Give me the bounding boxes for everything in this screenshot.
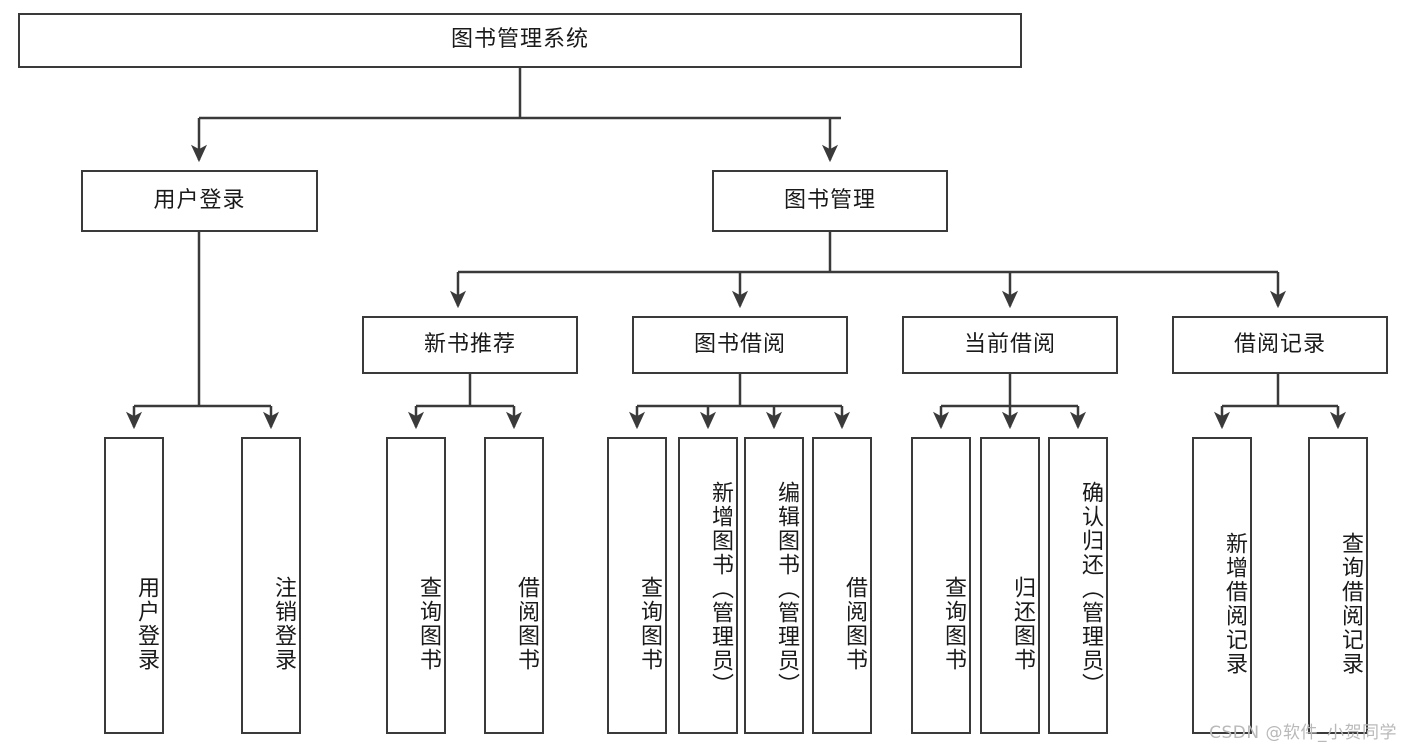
csdn-watermark: CSDN @软件_小贺同学	[1209, 723, 1397, 743]
node-leaf-borrow-query-book[interactable]: 查询图书	[607, 437, 667, 734]
node-leaf-user-login[interactable]: 用户登录	[104, 437, 164, 734]
node-borrow-record-label: 借阅记录	[1233, 331, 1326, 357]
node-user-login[interactable]: 用户登录	[81, 170, 318, 232]
node-leaf-record-query-label: 查询借阅记录	[1338, 531, 1363, 676]
node-leaf-user-logout[interactable]: 注销登录	[241, 437, 301, 734]
node-borrow-record[interactable]: 借阅记录	[1172, 316, 1388, 374]
node-leaf-rec-query-book[interactable]: 查询图书	[386, 437, 446, 734]
node-leaf-rec-borrow-book-label: 借阅图书	[514, 575, 539, 672]
node-leaf-record-add-label: 新增借阅记录	[1222, 531, 1247, 676]
node-leaf-current-return-book[interactable]: 归还图书	[980, 437, 1040, 734]
node-leaf-current-confirm-return-label: 确认归还（管理员）	[1078, 480, 1103, 697]
node-new-book-recommend-label: 新书推荐	[423, 331, 516, 357]
node-leaf-rec-query-book-label: 查询图书	[416, 575, 441, 672]
node-leaf-borrow-query-book-label: 查询图书	[637, 575, 662, 672]
node-leaf-current-return-book-label: 归还图书	[1010, 575, 1035, 672]
node-leaf-borrow-lend-book[interactable]: 借阅图书	[812, 437, 872, 734]
node-leaf-record-add[interactable]: 新增借阅记录	[1192, 437, 1252, 734]
node-leaf-current-query-book-label: 查询图书	[941, 575, 966, 672]
node-leaf-record-query[interactable]: 查询借阅记录	[1308, 437, 1368, 734]
node-leaf-borrow-add-book-label: 新增图书（管理员）	[708, 480, 733, 697]
node-root[interactable]: 图书管理系统	[18, 13, 1022, 68]
node-leaf-user-login-label: 用户登录	[134, 575, 159, 672]
node-book-borrow[interactable]: 图书借阅	[632, 316, 848, 374]
node-current-borrow-label: 当前借阅	[963, 331, 1056, 357]
node-leaf-borrow-lend-book-label: 借阅图书	[842, 575, 867, 672]
node-leaf-current-query-book[interactable]: 查询图书	[911, 437, 971, 734]
node-new-book-recommend[interactable]: 新书推荐	[362, 316, 578, 374]
node-leaf-borrow-edit-book-label: 编辑图书（管理员）	[774, 480, 799, 697]
node-current-borrow[interactable]: 当前借阅	[902, 316, 1118, 374]
node-root-label: 图书管理系统	[450, 27, 589, 53]
node-book-borrow-label: 图书借阅	[693, 331, 786, 357]
node-leaf-borrow-add-book[interactable]: 新增图书（管理员）	[678, 437, 738, 734]
node-leaf-user-logout-label: 注销登录	[271, 575, 296, 672]
node-user-login-label: 用户登录	[153, 187, 246, 213]
node-book-manage[interactable]: 图书管理	[712, 170, 948, 232]
node-leaf-borrow-edit-book[interactable]: 编辑图书（管理员）	[744, 437, 804, 734]
node-leaf-rec-borrow-book[interactable]: 借阅图书	[484, 437, 544, 734]
node-leaf-current-confirm-return[interactable]: 确认归还（管理员）	[1048, 437, 1108, 734]
node-book-manage-label: 图书管理	[783, 187, 876, 213]
